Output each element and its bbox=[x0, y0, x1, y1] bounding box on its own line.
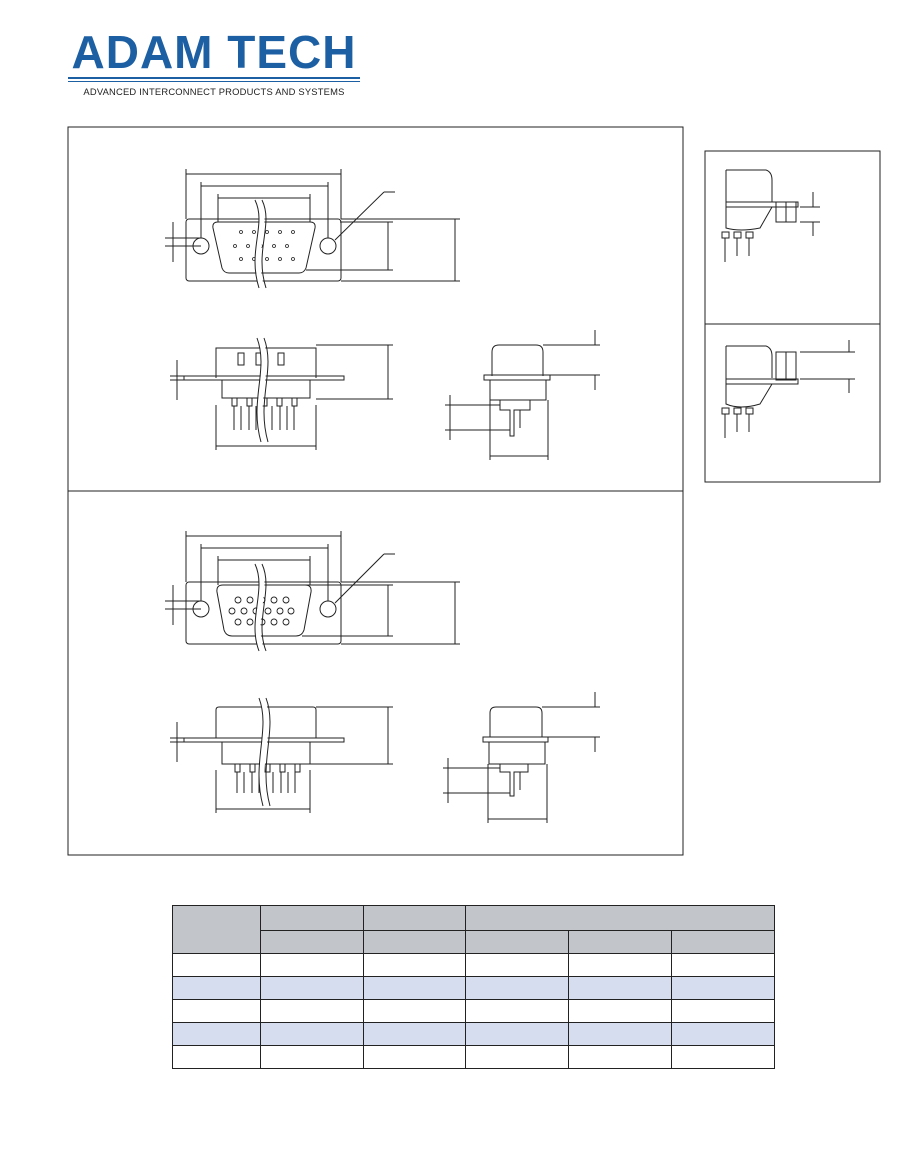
table-header-row bbox=[172, 905, 776, 954]
header-cell bbox=[363, 905, 466, 931]
header-cell bbox=[670, 930, 776, 954]
header-cell bbox=[464, 905, 776, 931]
mounting-detail-top bbox=[721, 169, 820, 262]
header-cell bbox=[260, 905, 364, 931]
header-cell bbox=[465, 930, 569, 954]
logo-rule-top bbox=[68, 77, 360, 79]
table-row bbox=[172, 999, 776, 1023]
receptacle-front-view bbox=[165, 531, 460, 652]
table-row bbox=[172, 1022, 776, 1046]
logo-wordmark: ADAM TECH bbox=[71, 26, 357, 78]
table-row bbox=[172, 953, 776, 977]
header-cell bbox=[568, 930, 672, 954]
plug-side-view bbox=[170, 337, 393, 450]
specification-table bbox=[172, 905, 776, 1069]
logo-tagline: ADVANCED INTERCONNECT PRODUCTS AND SYSTE… bbox=[83, 86, 345, 97]
company-logo: ADAM TECH ADVANCED INTERCONNECT PRODUCTS… bbox=[66, 28, 362, 98]
mounting-detail-bottom bbox=[721, 340, 855, 438]
mounting-detail-frame bbox=[704, 150, 881, 483]
table-row bbox=[172, 976, 776, 1000]
logo-rule-bottom bbox=[68, 81, 360, 82]
receptacle-side-view bbox=[170, 697, 393, 813]
header-cell bbox=[363, 930, 466, 954]
table-row bbox=[172, 1045, 776, 1069]
plug-end-view bbox=[445, 330, 600, 460]
receptacle-end-view bbox=[443, 692, 600, 823]
technical-drawing bbox=[67, 126, 881, 856]
header-cell bbox=[260, 930, 364, 954]
header-cell bbox=[172, 905, 261, 954]
plug-front-view bbox=[165, 169, 460, 289]
table-subheader-row bbox=[173, 930, 776, 954]
